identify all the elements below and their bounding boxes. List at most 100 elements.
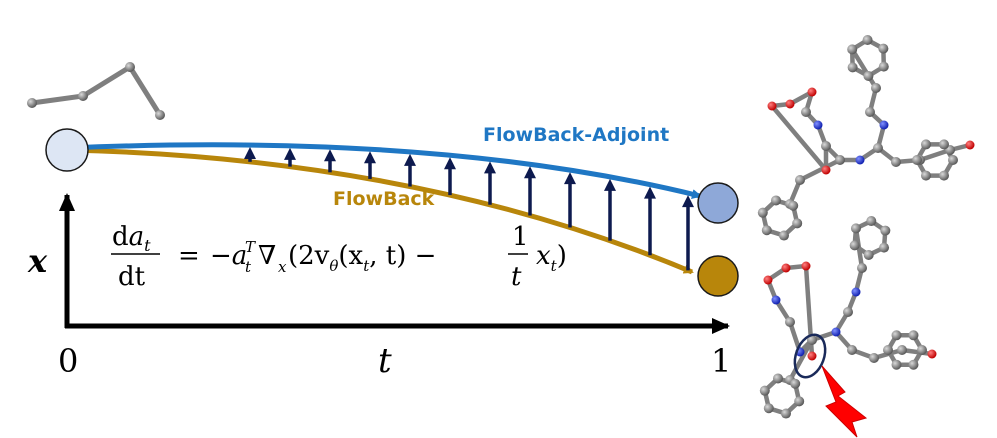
atom [863, 249, 874, 260]
atom [908, 330, 919, 341]
svg-text:=: = [178, 241, 200, 271]
atom [866, 216, 877, 227]
atom [891, 359, 902, 370]
adjoint-arrow [364, 151, 376, 179]
adjoint-arrow [404, 153, 416, 187]
atom [849, 240, 860, 251]
atom [891, 157, 901, 167]
bond [849, 47, 879, 91]
flowback-adjoint-curve [67, 142, 702, 199]
atom [831, 327, 841, 337]
atom [862, 35, 873, 46]
lightning-bolt-icon [821, 365, 868, 438]
atom [759, 385, 770, 396]
x-axis-label: t [378, 341, 392, 381]
atom [767, 101, 777, 111]
atom [847, 345, 857, 355]
atom [878, 61, 889, 72]
atom [908, 359, 919, 370]
adjoint-arrow [284, 147, 296, 167]
molecule-structure-top [757, 35, 975, 241]
bond [917, 147, 953, 163]
svg-text:(2vθ(xt, t) −: (2vθ(xt, t) − [288, 241, 436, 275]
atom [878, 43, 889, 54]
svg-text:1: 1 [512, 222, 529, 252]
adjoint-arrow [484, 161, 496, 205]
atom [757, 207, 768, 218]
coarse-grained-chain [27, 62, 165, 120]
atom [847, 44, 858, 55]
adjoint-arrows [244, 147, 694, 271]
adjoint-arrow [324, 149, 336, 173]
atom [948, 155, 958, 165]
atom [807, 87, 817, 97]
tick-0: 0 [58, 342, 78, 380]
atom [801, 261, 811, 271]
flowback-adjoint-label: FlowBack-Adjoint [483, 124, 669, 146]
svg-text:∇: ∇ [258, 241, 276, 271]
svg-text:T: T [245, 238, 256, 256]
atom [847, 62, 858, 73]
atom [763, 403, 774, 414]
adjoint-arrow [644, 186, 656, 256]
atom [927, 349, 937, 359]
atom [850, 223, 861, 234]
atom [851, 287, 861, 297]
atom [965, 140, 975, 150]
atom [883, 345, 893, 355]
bond [853, 226, 865, 271]
flowback-label: FlowBack [333, 188, 435, 210]
svg-text:xt): xt) [536, 241, 567, 275]
tick-1: 1 [711, 342, 731, 380]
bond [769, 103, 829, 173]
atom [939, 170, 949, 181]
atom [869, 353, 879, 363]
atom [773, 373, 784, 384]
atom [807, 335, 817, 345]
atom [778, 230, 789, 241]
atom [785, 317, 795, 327]
atom [813, 120, 823, 130]
atom [871, 83, 881, 93]
svg-text:x: x [278, 258, 287, 276]
end-node-flowback [697, 255, 739, 297]
atom [763, 275, 773, 285]
start-node [45, 128, 89, 172]
atom [917, 345, 927, 355]
highlight-ellipse-icon [793, 333, 827, 379]
atom [921, 139, 931, 150]
atom [790, 378, 801, 389]
atom [794, 396, 805, 407]
atom [921, 170, 931, 181]
atom [801, 107, 811, 117]
adjoint-arrow [682, 195, 694, 271]
atom [891, 330, 902, 341]
atom [821, 165, 831, 175]
adjoint-arrow [524, 166, 536, 216]
molecule-structure-bottom [759, 216, 937, 419]
bond [899, 347, 935, 357]
flowback-curve [67, 147, 694, 275]
atom [795, 175, 805, 185]
atom [857, 263, 867, 273]
atom [771, 295, 781, 305]
atom [879, 242, 890, 253]
adjoint-arrow [244, 147, 256, 162]
atom [939, 139, 949, 150]
atom [792, 218, 803, 229]
atom [879, 120, 889, 130]
atom [865, 107, 875, 117]
atom [897, 345, 907, 355]
atom [821, 141, 831, 151]
adjoint-arrow [444, 157, 456, 196]
bond [787, 337, 815, 383]
atom [855, 155, 865, 165]
atom [807, 351, 817, 361]
axes [59, 193, 730, 334]
atom [771, 195, 782, 206]
atom [835, 155, 845, 165]
adjoint-arrow [604, 178, 616, 241]
atom [873, 143, 883, 153]
atom [843, 307, 853, 317]
